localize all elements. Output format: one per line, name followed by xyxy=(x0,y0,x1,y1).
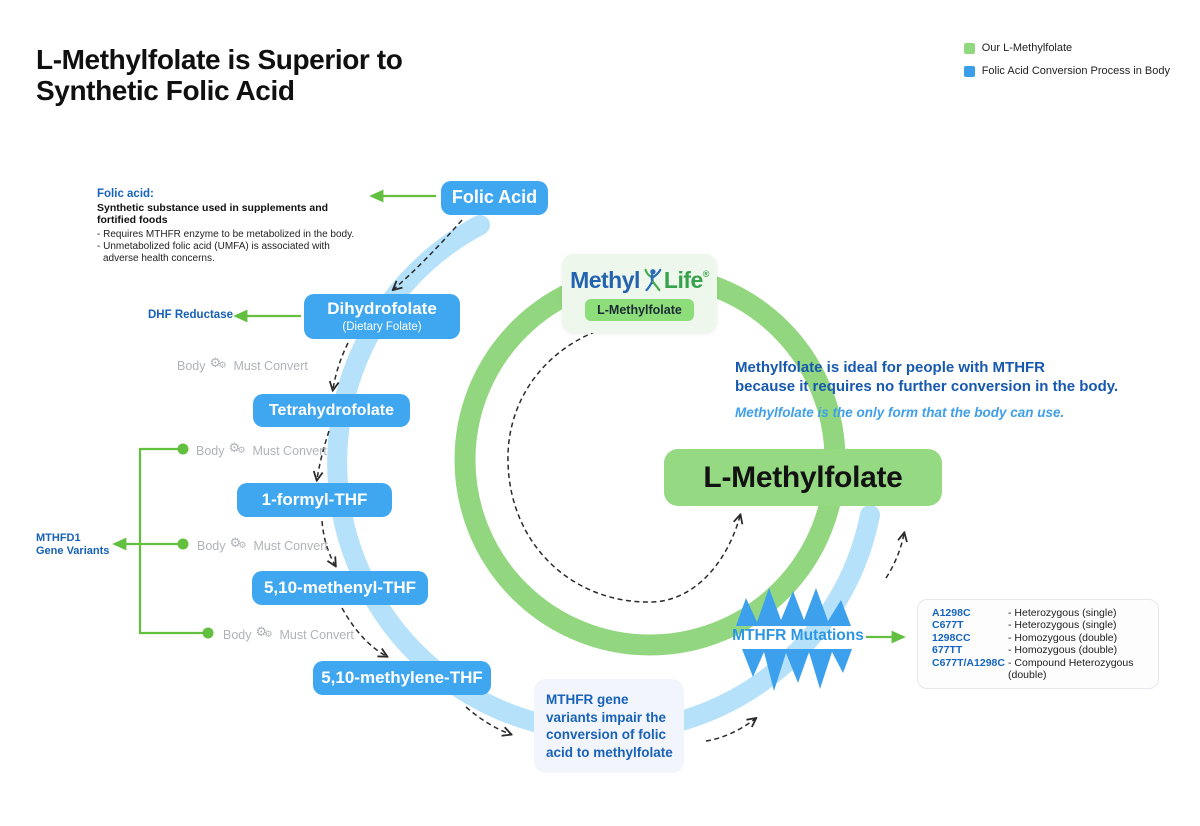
cycle-dashed-arrow xyxy=(507,319,740,603)
result-box-l-methylfolate: L-Methylfolate xyxy=(664,449,942,506)
mthfd1-line2: Gene Variants xyxy=(36,544,110,557)
logo-text-methyl: Methyl xyxy=(570,266,640,293)
mutation-row: A1298C - Heterozygous (single) xyxy=(932,607,1146,619)
box-label: Folic Acid xyxy=(451,187,538,208)
mutation-desc: - Homozygous (double) xyxy=(1008,631,1118,644)
folic-acid-annotation: Folic acid: Synthetic substance used in … xyxy=(97,188,365,264)
bracket-dot xyxy=(202,627,214,639)
bracket-dot xyxy=(177,443,189,455)
mthfd1-label: MTHFD1 Gene Variants xyxy=(36,532,109,557)
arrow-methenyl-to-methylene xyxy=(341,607,386,656)
convert-pre: Body xyxy=(196,444,225,458)
mutation-code: A1298C xyxy=(932,607,971,619)
pathway-box-folic-acid: Folic Acid xyxy=(441,181,548,215)
logo-product-badge: L-Methylfolate xyxy=(585,298,694,321)
body-must-convert-label: Body ⚙⚙ Must Convert xyxy=(177,355,308,374)
mutation-desc: - Heterozygous (single) xyxy=(1008,607,1117,619)
body-must-convert-label: Body ⚙⚙ Must Convert xyxy=(197,535,328,554)
gears-icon: ⚙⚙ xyxy=(229,535,247,550)
arrow-formyl-to-methenyl xyxy=(321,520,335,565)
arrow-tetra-to-formyl xyxy=(317,430,330,479)
person-icon xyxy=(644,268,662,292)
annotation-bullet: - Requires MTHFR enzyme to be metabolize… xyxy=(97,229,355,240)
convert-post: Must Convert xyxy=(253,539,328,553)
convert-post: Must Convert xyxy=(233,359,308,373)
mutations-list-box: A1298C - Heterozygous (single) C677T - H… xyxy=(917,599,1159,690)
registered-mark: ® xyxy=(702,268,710,279)
mthfd1-bracket xyxy=(138,447,208,635)
legend-label: Our L-Methylfolate xyxy=(981,42,1073,54)
annotation-title: Folic acid: xyxy=(97,188,154,200)
brand-logo-card: Methyl Life ® L-Methylfolate xyxy=(562,254,717,333)
brand-logo: Methyl Life ® xyxy=(570,267,709,294)
mutation-desc: - Compound Heterozygous (double) xyxy=(1008,656,1134,682)
starburst-bottom xyxy=(742,649,852,691)
mthfr-mutations-label: MTHFR Mutations xyxy=(732,627,864,644)
mthfr-gene-note: MTHFR gene variants impair the conversio… xyxy=(534,679,684,773)
benefit-line2: because it requires no further conversio… xyxy=(735,378,1119,395)
annotation-subtitle: Synthetic substance used in supplements … xyxy=(97,202,329,226)
mthfd1-line1: MTHFD1 xyxy=(36,532,81,544)
page-title: L-Methylfolate is Superior to Synthetic … xyxy=(36,44,403,106)
pathway-box-methenyl-thf: 5,10-methenyl-THF xyxy=(252,571,428,605)
logo-text-life: Life xyxy=(663,266,703,293)
arrow-mutations-to-result xyxy=(885,534,904,579)
convert-pre: Body xyxy=(223,628,252,642)
methylfolate-benefit-note: Methylfolate is ideal for people with MT… xyxy=(735,358,1155,420)
arrow-methylene-to-note xyxy=(465,706,510,734)
mutation-desc: - Homozygous (double) xyxy=(1008,644,1118,657)
convert-pre: Body xyxy=(197,539,226,553)
legend-item-methylfolate: Our L-Methylfolate xyxy=(963,42,1170,54)
pathway-box-1-formyl-thf: 1-formyl-THF xyxy=(237,483,392,517)
result-label: L-Methylfolate xyxy=(703,460,903,494)
body-must-convert-label: Body ⚙⚙ Must Convert xyxy=(223,624,354,643)
bracket-dot xyxy=(177,538,189,550)
convert-post: Must Convert xyxy=(279,628,354,642)
benefit-emphasis: Methylfolate is the only form that the b… xyxy=(735,405,1065,420)
arrow-note-to-mutations xyxy=(705,719,755,742)
arrow-folic-to-dihydro xyxy=(394,219,463,289)
annotation-bullet: - Unmetabolized folic acid (UMFA) is ass… xyxy=(97,240,330,252)
mutation-code: 1298CC xyxy=(932,631,971,644)
gears-icon: ⚙⚙ xyxy=(228,440,246,455)
box-label: 5,10-methylene-THF xyxy=(321,667,483,687)
legend-item-conversion: Folic Acid Conversion Process in Body xyxy=(963,65,1170,77)
legend: Our L-Methylfolate Folic Acid Conversion… xyxy=(963,42,1170,88)
annotation-bullet-cont: adverse health concerns. xyxy=(103,252,215,264)
gears-icon: ⚙⚙ xyxy=(255,624,273,639)
legend-label: Folic Acid Conversion Process in Body xyxy=(981,65,1170,77)
convert-pre: Body xyxy=(177,359,206,373)
box-label: 1-formyl-THF xyxy=(261,489,368,509)
mutation-row: 677TT - Homozygous (double) xyxy=(932,644,1146,656)
pathway-box-methylene-thf: 5,10-methylene-THF xyxy=(313,661,491,695)
benefit-line1: Methylfolate is ideal for people with MT… xyxy=(735,359,1046,376)
legend-swatch-green xyxy=(963,42,975,54)
mutation-row: C677T/A1298C - Compound Heterozygous (do… xyxy=(932,657,1146,682)
convert-post: Must Convert xyxy=(252,444,327,458)
mutation-row: C677T - Heterozygous (single) xyxy=(932,619,1146,631)
box-label: 5,10-methenyl-THF xyxy=(263,577,417,597)
gears-icon: ⚙⚙ xyxy=(209,355,227,370)
arrow-dihydro-to-tetra xyxy=(333,342,349,389)
pathway-box-tetrahydrofolate: Tetrahydrofolate xyxy=(253,394,410,427)
body-must-convert-label: Body ⚙⚙ Must Convert xyxy=(196,440,327,459)
box-sublabel: (Dietary Folate) xyxy=(342,320,422,333)
box-label: Tetrahydrofolate xyxy=(268,401,395,419)
pathway-box-dihydrofolate: Dihydrofolate (Dietary Folate) xyxy=(304,294,460,339)
mutation-desc: - Heterozygous (single) xyxy=(1008,619,1117,632)
dhf-reductase-label: DHF Reductase xyxy=(148,309,233,321)
title-line-2: Synthetic Folic Acid xyxy=(36,75,295,106)
starburst-top xyxy=(736,588,851,626)
mutation-row: 1298CC - Homozygous (double) xyxy=(932,632,1146,644)
legend-swatch-blue xyxy=(963,65,975,77)
mutation-code: 677TT xyxy=(932,644,963,657)
title-line-1: L-Methylfolate is Superior to xyxy=(36,44,403,75)
mutation-code: C677T xyxy=(932,619,964,632)
box-label: Dihydrofolate xyxy=(327,298,437,318)
mutation-code: C677T/A1298C xyxy=(932,656,1005,669)
